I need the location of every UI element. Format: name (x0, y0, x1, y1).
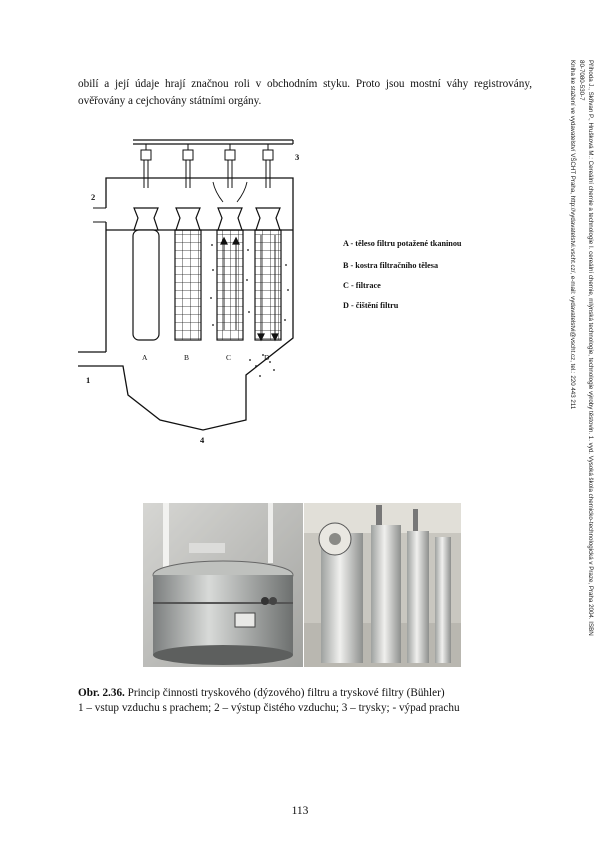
figure-legend-line: 1 – vstup vzduchu s prachem; 2 – výstup … (78, 702, 460, 714)
filter-element-a (132, 207, 160, 341)
legend-item-a: A - těleso filtru potažené tkaninou (343, 239, 462, 248)
label-2: 2 (91, 192, 95, 202)
intro-paragraph: obilí a její údaje hrají značnou roli v … (78, 78, 532, 107)
label-a: A (142, 353, 148, 362)
page-number: 113 (291, 805, 309, 817)
label-d: D (264, 353, 270, 362)
figure-title: Princip činnosti tryskového (dýzového) f… (124, 687, 445, 699)
photo-pair (143, 503, 461, 667)
citation-sidebar: Příhoda J., Skřivan P., Hrušková M.: Cer… (569, 60, 595, 830)
dust-particles (210, 244, 289, 377)
nozzle-manifold (133, 139, 294, 145)
filter-element-d (254, 207, 282, 342)
airflow-arrows (212, 181, 248, 203)
figure-label: Obr. 2.36. (78, 687, 125, 699)
filter-element-b (174, 207, 202, 341)
filter-element-c (216, 207, 244, 341)
filter-diagram: 3 2 1 4 A B C D A - těleso filtru potaže… (78, 139, 462, 445)
legend-item-d: D - čištění filtru (343, 301, 399, 310)
label-4: 4 (200, 435, 205, 445)
photo-filter-left (143, 503, 303, 667)
photo-filter-right (304, 503, 461, 667)
legend-item-b: B - kostra filtračního tělesa (343, 261, 438, 270)
citation-line-3: Kniha ke stažení ve vydavatelství VŠCHT … (569, 60, 576, 410)
label-c: C (226, 353, 231, 362)
legend-item-c: C - filtrace (343, 281, 381, 290)
label-1: 1 (86, 375, 90, 385)
citation-line-1: Příhoda J., Skřivan P., Hrušková M.: Cer… (587, 60, 594, 636)
citation-line-2: 80-7080-530-7 (578, 60, 585, 101)
label-3: 3 (295, 152, 299, 162)
nozzles (140, 144, 274, 188)
label-b: B (184, 353, 189, 362)
figure-caption: Obr. 2.36. Princip činnosti tryskového (… (78, 686, 548, 716)
